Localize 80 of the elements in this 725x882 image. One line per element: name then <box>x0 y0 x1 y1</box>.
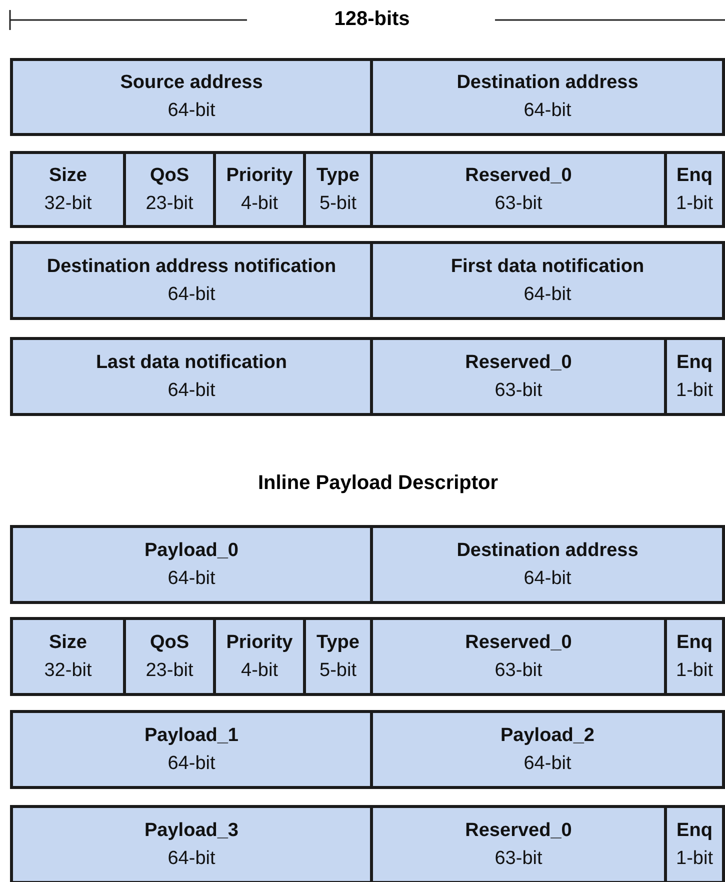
bit-width: 64-bit <box>168 282 216 306</box>
field-box <box>10 58 373 136</box>
field-box <box>370 617 667 696</box>
field-name: Enq <box>676 350 712 374</box>
field-name: Payload_3 <box>144 818 238 842</box>
bit-width: 32-bit <box>44 658 92 682</box>
field-box <box>10 337 373 416</box>
bit-width: 4-bit <box>241 192 278 216</box>
field-name: Source address <box>120 71 263 95</box>
bit-width: 64-bit <box>168 378 216 402</box>
field-box <box>370 151 667 228</box>
field-name: QoS <box>150 630 190 654</box>
bit-width: 63-bit <box>494 846 542 870</box>
field-name: Reserved_0 <box>465 630 572 654</box>
field-name: Reserved_0 <box>465 164 572 188</box>
field-name: Destination address <box>456 538 638 562</box>
field-box <box>123 151 216 228</box>
field-box <box>664 617 725 696</box>
field-box <box>664 805 725 882</box>
bit-width: 64-bit <box>524 282 572 306</box>
bit-width: 1-bit <box>676 192 713 216</box>
field-box <box>370 710 725 789</box>
bit-width: 23-bit <box>146 658 194 682</box>
field-box <box>370 525 725 604</box>
bit-width: 63-bit <box>494 378 542 402</box>
field-box <box>10 710 373 789</box>
field-box <box>370 337 667 416</box>
field-box <box>213 151 306 228</box>
field-box <box>664 151 725 228</box>
bit-width: 64-bit <box>168 846 216 870</box>
dimension-label: 128-bits <box>334 8 410 31</box>
bit-width: 1-bit <box>676 846 713 870</box>
section-heading: Inline Payload Descriptor <box>258 472 498 495</box>
field-box <box>10 805 373 882</box>
field-name: Size <box>48 164 88 188</box>
field-box <box>303 151 373 228</box>
bit-width: 64-bit <box>168 566 216 590</box>
bit-width: 64-bit <box>524 99 572 123</box>
bit-width: 63-bit <box>494 192 542 216</box>
field-name: Enq <box>676 818 712 842</box>
bit-width: 23-bit <box>146 192 194 216</box>
bit-width: 5-bit <box>320 192 356 216</box>
field-box <box>664 337 725 416</box>
field-name: Reserved_0 <box>465 818 572 842</box>
field-name: Priority <box>226 164 293 188</box>
bit-width: 4-bit <box>241 658 278 682</box>
field-name: Payload_0 <box>144 538 238 562</box>
field-name: First data notification <box>450 254 644 278</box>
bit-width: 64-bit <box>524 566 572 590</box>
field-name: Enq <box>676 164 712 188</box>
field-box <box>10 151 126 228</box>
bit-width: 1-bit <box>676 658 713 682</box>
field-name: Enq <box>676 630 712 654</box>
field-name: Priority <box>226 630 293 654</box>
field-name: Reserved_0 <box>465 350 572 374</box>
bit-width: 64-bit <box>524 752 572 776</box>
field-name: QoS <box>150 164 190 188</box>
bit-width: 32-bit <box>44 192 92 216</box>
field-box <box>370 58 725 136</box>
field-box <box>10 617 126 696</box>
field-box <box>10 525 373 604</box>
field-name: Payload_1 <box>144 724 238 748</box>
bit-width: 1-bit <box>676 378 713 402</box>
bit-width: 63-bit <box>494 658 542 682</box>
field-box <box>213 617 306 696</box>
field-name: Size <box>48 630 88 654</box>
field-box <box>370 805 667 882</box>
field-name: Destination address <box>456 71 638 95</box>
field-box <box>370 241 725 320</box>
field-box <box>123 617 216 696</box>
bit-width: 5-bit <box>320 658 356 682</box>
field-name: Destination address notification <box>46 254 336 278</box>
bit-width: 64-bit <box>168 752 216 776</box>
field-name: Type <box>316 630 360 654</box>
field-box <box>303 617 373 696</box>
field-name: Type <box>316 164 360 188</box>
field-box <box>10 241 373 320</box>
field-name: Last data notification <box>96 350 288 374</box>
field-name: Payload_2 <box>500 724 594 748</box>
bit-width: 64-bit <box>168 99 216 123</box>
